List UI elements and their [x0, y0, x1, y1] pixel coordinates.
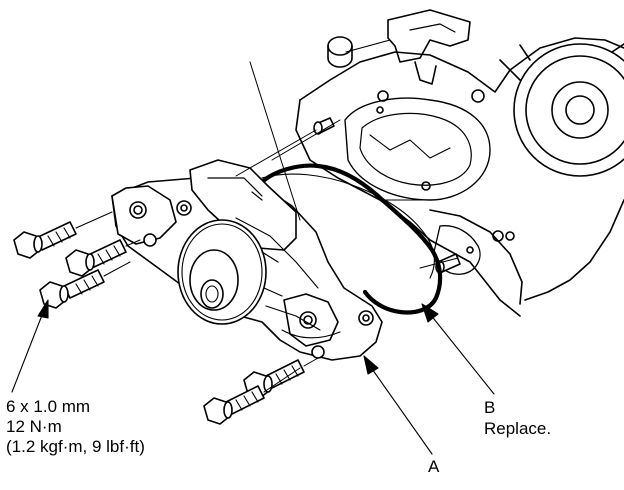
bolt-upper-left — [13, 221, 77, 259]
bolt-bottom-upper — [243, 359, 305, 399]
torque-nm-text: 12 N·m — [6, 417, 62, 436]
bolt-middle-left — [65, 239, 127, 277]
pump-gasket — [255, 163, 443, 315]
engine-block — [261, 9, 624, 317]
callout-b: B Replace. — [484, 398, 551, 440]
bolt-size-text: 6 x 1.0 mm — [6, 397, 91, 416]
dowel-pin-upper — [327, 36, 353, 68]
torque-spec-label: 6 x 1.0 mm 12 N·m (1.2 kgf·m, 9 lbf·ft) — [6, 397, 145, 457]
water-pump — [111, 159, 383, 361]
bolt-bottom-lower — [203, 385, 265, 425]
callout-leader-spec — [11, 299, 49, 393]
alignment-lines — [75, 39, 459, 393]
callout-leader-a — [363, 355, 433, 455]
torque-converted-text: (1.2 kgf·m, 9 lbf·ft) — [6, 437, 145, 456]
callout-leader-b — [421, 303, 495, 395]
callout-b-letter: B — [484, 398, 496, 417]
callout-a-letter: A — [428, 457, 440, 476]
bolt-lower-left — [39, 269, 105, 309]
callout-b-note: Replace. — [484, 419, 552, 438]
dowel-pin-middle — [313, 117, 335, 135]
